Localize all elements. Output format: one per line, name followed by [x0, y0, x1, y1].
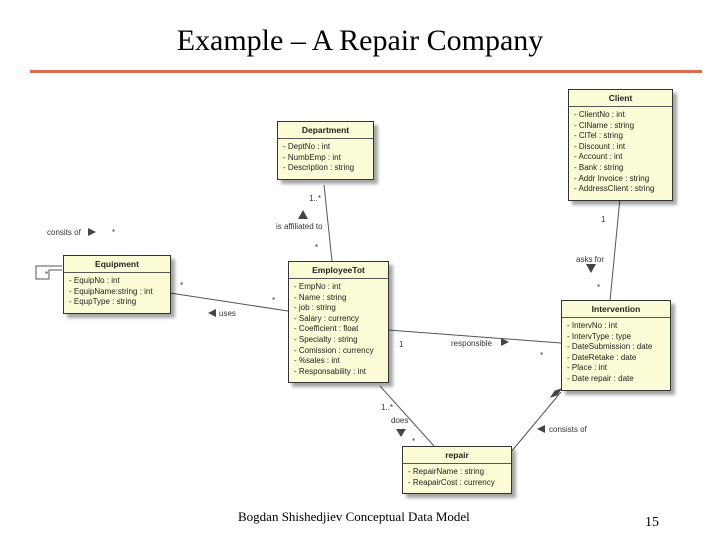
attribute: - Comission : currency: [294, 345, 374, 355]
attribute: - job : string: [294, 303, 336, 313]
slide-title: Example – A Repair Company: [176, 24, 544, 57]
class-attributes: - ClientNo : int - ClName : string - ClT…: [569, 107, 672, 200]
title-underline: [30, 70, 702, 73]
page-number: 15: [645, 515, 659, 530]
attribute: - Date repair : date: [567, 373, 634, 383]
arrow-does-icon: [396, 429, 406, 437]
attribute: - Responsability : int: [294, 366, 367, 376]
attribute: - DateSubmission : date: [567, 342, 653, 352]
class-name: Intervention: [562, 301, 670, 318]
attribute: - DeptNo : int: [283, 142, 331, 151]
class-attributes: - EmpNo : int - Name : string - job : st…: [289, 279, 388, 382]
attribute: - Place : int: [567, 363, 608, 373]
mult-does-repair: *: [412, 437, 415, 446]
attribute: - EquipNo : int: [69, 276, 120, 285]
attribute: - EquipName:string : int: [69, 286, 153, 296]
mult-asks-for-client: 1: [601, 215, 606, 224]
attribute: - ClTel : string: [574, 131, 623, 141]
composition-diamond: [549, 388, 563, 398]
attribute: - Salary : currency: [294, 313, 359, 323]
footer-author: Bogdan Shishedjiev Conceptual Data Model: [238, 509, 470, 524]
class-client[interactable]: Client - ClientNo : int - ClName : strin…: [568, 89, 673, 201]
attribute: - IntervNo : int: [567, 321, 618, 330]
mult-responsible-interv: *: [540, 351, 543, 360]
mult-affiliated-emp: *: [315, 243, 318, 252]
attribute: - DateRetake : date: [567, 352, 637, 362]
line-asks-for: [609, 197, 621, 302]
class-intervention[interactable]: Intervention - IntervNo : int - IntervTy…: [561, 300, 671, 391]
line-responsible: [387, 329, 562, 344]
label-affiliated: is affiliated to: [276, 222, 323, 231]
class-attributes: - RepairName : string - ReapairCost : cu…: [403, 464, 511, 493]
mult-consists-a: *: [112, 228, 115, 237]
mult-uses-equip: *: [180, 281, 183, 290]
class-equipment[interactable]: Equipment - EquipNo : int - EquipName:st…: [63, 255, 171, 314]
mult-consists-b: *: [45, 270, 48, 279]
label-consists-equipment: consits of: [47, 228, 82, 237]
class-attributes: - IntervNo : int - IntervType : type - D…: [562, 318, 670, 390]
class-name: Department: [278, 122, 373, 139]
attribute: - %sales : int: [294, 356, 340, 366]
arrow-consists-equipment-icon: [88, 228, 96, 236]
arrow-affiliated-icon: [298, 210, 308, 219]
attribute: - Name : string: [294, 292, 347, 302]
arrow-responsible-icon: [501, 338, 509, 346]
attribute: - ClName : string: [574, 120, 635, 130]
line-does: [379, 385, 435, 447]
line-self-consists: [35, 265, 62, 280]
attribute: - Addr Invoice : string: [574, 173, 650, 183]
class-name: Equipment: [64, 256, 170, 273]
line-affiliated: [323, 184, 333, 262]
class-employee[interactable]: EmployeeTot - EmpNo : int - Name : strin…: [288, 261, 389, 384]
arrow-uses-icon: [208, 309, 216, 317]
attribute: - Specialty : string: [294, 334, 358, 344]
label-uses: uses: [219, 309, 236, 318]
class-name: EmployeeTot: [289, 262, 388, 279]
mult-uses-emp: *: [272, 296, 275, 305]
line-uses: [169, 292, 289, 312]
attribute: - IntervType : type: [567, 331, 632, 341]
mult-does-emp: 1..*: [381, 403, 393, 412]
label-asks-for: asks for: [576, 255, 604, 264]
label-consists-repair: consists of: [549, 425, 588, 434]
mult-affiliated-dept: 1..*: [309, 194, 321, 203]
attribute: - EqupType : string: [69, 297, 137, 307]
attribute: - Account : int: [574, 152, 623, 162]
attribute: - ClientNo : int: [574, 110, 625, 119]
attribute: - Discount : int: [574, 141, 626, 151]
arrow-consists-repair-icon: [537, 425, 545, 433]
attribute: - AddressClient : string: [574, 184, 655, 194]
arrow-asks-for-icon: [586, 264, 596, 273]
class-attributes: - EquipNo : int - EquipName:string : int…: [64, 273, 170, 313]
line-consists-repair: [510, 391, 562, 453]
mult-asks-for-interv: *: [597, 283, 600, 292]
class-department[interactable]: Department - DeptNo : int - NumbEmp : in…: [277, 121, 374, 180]
label-does: does: [391, 416, 408, 425]
attribute: - Bank : string: [574, 162, 624, 172]
attribute: - EmpNo : int: [294, 282, 341, 291]
class-attributes: - DeptNo : int - NumbEmp : int - Descrip…: [278, 139, 373, 179]
label-responsible: responsible: [451, 339, 492, 348]
attribute: - NumbEmp : int: [283, 152, 341, 162]
attribute: - Description : string: [283, 163, 355, 173]
attribute: - RepairName : string: [408, 467, 485, 476]
attribute: - ReapairCost : currency: [408, 477, 495, 487]
mult-responsible-emp: 1: [399, 340, 404, 349]
class-name: Client: [569, 90, 672, 107]
attribute: - Coefficient : float: [294, 324, 359, 334]
class-repair[interactable]: repair - RepairName : string - ReapairCo…: [402, 446, 512, 495]
class-name: repair: [403, 447, 511, 464]
